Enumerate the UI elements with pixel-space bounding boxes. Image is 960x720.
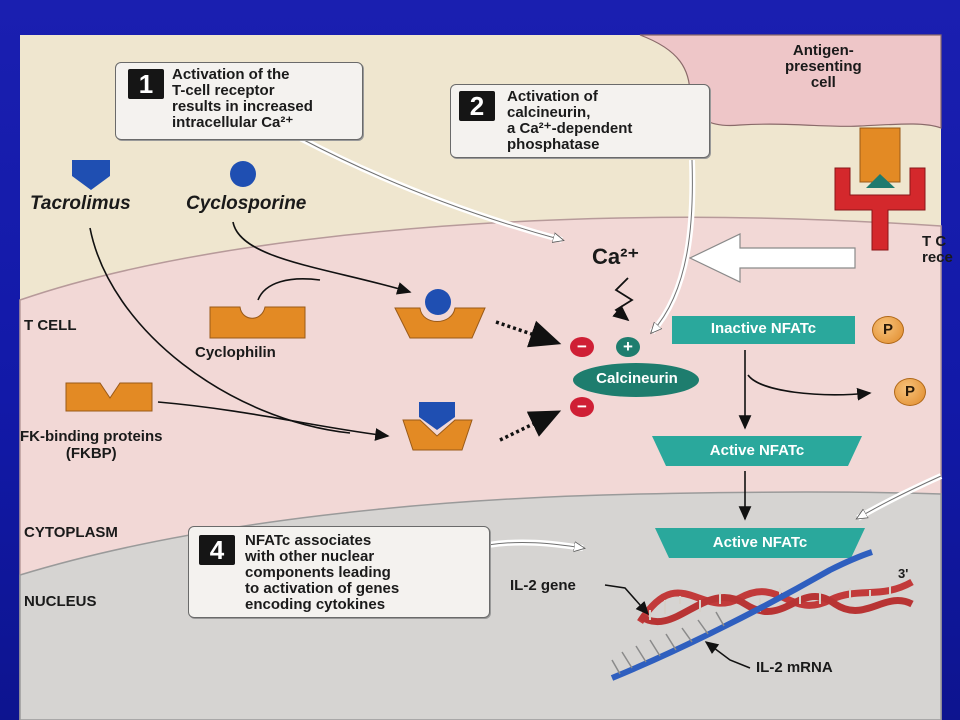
active-nfatc-shape-1 bbox=[652, 436, 862, 466]
bound-cyclosporine-icon bbox=[425, 289, 451, 315]
nucleus-label: NUCLEUS bbox=[24, 593, 97, 610]
cyclophilin-label: Cyclophilin bbox=[195, 344, 276, 361]
callout-2-arrow-outline bbox=[652, 159, 693, 332]
apc-label: Antigen- presenting cell bbox=[785, 42, 862, 91]
active-nfatc-shape-2 bbox=[655, 528, 865, 558]
il2-mrna-strand bbox=[610, 549, 873, 681]
callout-step-1: 1 Activation of the T-cell receptor resu… bbox=[115, 62, 363, 140]
fkbp-tacrolimus-complex bbox=[402, 419, 473, 451]
il2-dna-helix bbox=[637, 578, 914, 626]
step-1-badge: 1 bbox=[128, 69, 164, 99]
antigen-presenting-cell bbox=[639, 34, 942, 129]
cyclosporine-binding-arrow bbox=[232, 221, 412, 295]
t-cell-label: T CELL bbox=[24, 317, 77, 334]
step-2-badge: 2 bbox=[459, 91, 495, 121]
antigen-peptide bbox=[866, 174, 895, 188]
callout-1-arrow-outline bbox=[299, 137, 562, 240]
tacrolimus-icon bbox=[72, 160, 110, 190]
calcium-label: Ca²⁺ bbox=[592, 244, 640, 269]
inhibition-sign-2: − bbox=[570, 397, 594, 417]
step-2-text: Activation of calcineurin, a Ca²⁺-depend… bbox=[507, 88, 633, 153]
t-cell-receptor bbox=[834, 167, 926, 251]
receptor-signal-arrow bbox=[688, 233, 856, 283]
step-4-text: NFATc associates with other nuclear comp… bbox=[245, 532, 400, 613]
il2-gene-label: IL-2 gene bbox=[510, 577, 576, 594]
activation-sign: + bbox=[616, 337, 640, 357]
cyclophilin-binding-arrow bbox=[257, 278, 321, 301]
phosphate-released: P bbox=[894, 378, 926, 406]
inactive-nfatc-label: Inactive NFATc bbox=[710, 320, 817, 337]
active-nfatc-label-1: Active NFATc bbox=[709, 442, 805, 459]
il2-mrna-pointer bbox=[704, 641, 751, 669]
cyclosporine-icon bbox=[230, 161, 256, 187]
phosphate-bound: P bbox=[872, 316, 904, 344]
step-4-badge: 4 bbox=[199, 535, 235, 565]
calcium-zigzag bbox=[612, 277, 634, 322]
cyclophilin-shape bbox=[209, 306, 306, 339]
step-1-text: Activation of the T-cell receptor result… bbox=[172, 66, 313, 131]
fkbp-label: FK-binding proteins (FKBP) bbox=[20, 428, 163, 462]
phosphate-release-arrow bbox=[747, 374, 872, 401]
callout-step-2: 2 Activation of calcineurin, a Ca²⁺-depe… bbox=[450, 84, 710, 158]
tacrolimus-label: Tacrolimus bbox=[30, 193, 131, 214]
calcineurin-shape bbox=[573, 363, 699, 397]
antigen-mhc bbox=[859, 127, 901, 183]
cyclophilin-cyclosporine-complex bbox=[394, 307, 486, 339]
tacrolimus-inhibition-arrow bbox=[499, 410, 562, 442]
cyclosporine-inhibition-arrow bbox=[495, 320, 562, 348]
inhibition-sign-1: − bbox=[570, 337, 594, 357]
il2-gene-pointer bbox=[604, 584, 649, 616]
il2-mrna-label: IL-2 mRNA bbox=[756, 659, 833, 676]
cytoplasm-label: CYTOPLASM bbox=[24, 524, 118, 541]
active-nfatc-label-2: Active NFATc bbox=[712, 534, 808, 551]
callout-3-arrow-outline bbox=[858, 475, 942, 518]
callout-step-4: 4 NFATc associates with other nuclear co… bbox=[188, 526, 490, 618]
cyclosporine-label: Cyclosporine bbox=[186, 193, 307, 214]
inactive-nfatc-shape bbox=[672, 316, 855, 344]
t-cell-receptor-label: T C rece bbox=[922, 233, 953, 266]
fkbp-binding-arrow bbox=[157, 401, 390, 441]
fkbp-shape bbox=[65, 382, 153, 412]
tacrolimus-binding-arrow bbox=[89, 227, 351, 434]
calcineurin-label: Calcineurin bbox=[596, 370, 678, 387]
callout-4-arrow-outline bbox=[487, 542, 583, 548]
bound-tacrolimus-icon bbox=[419, 402, 455, 430]
three-prime-label: 3' bbox=[898, 566, 909, 581]
